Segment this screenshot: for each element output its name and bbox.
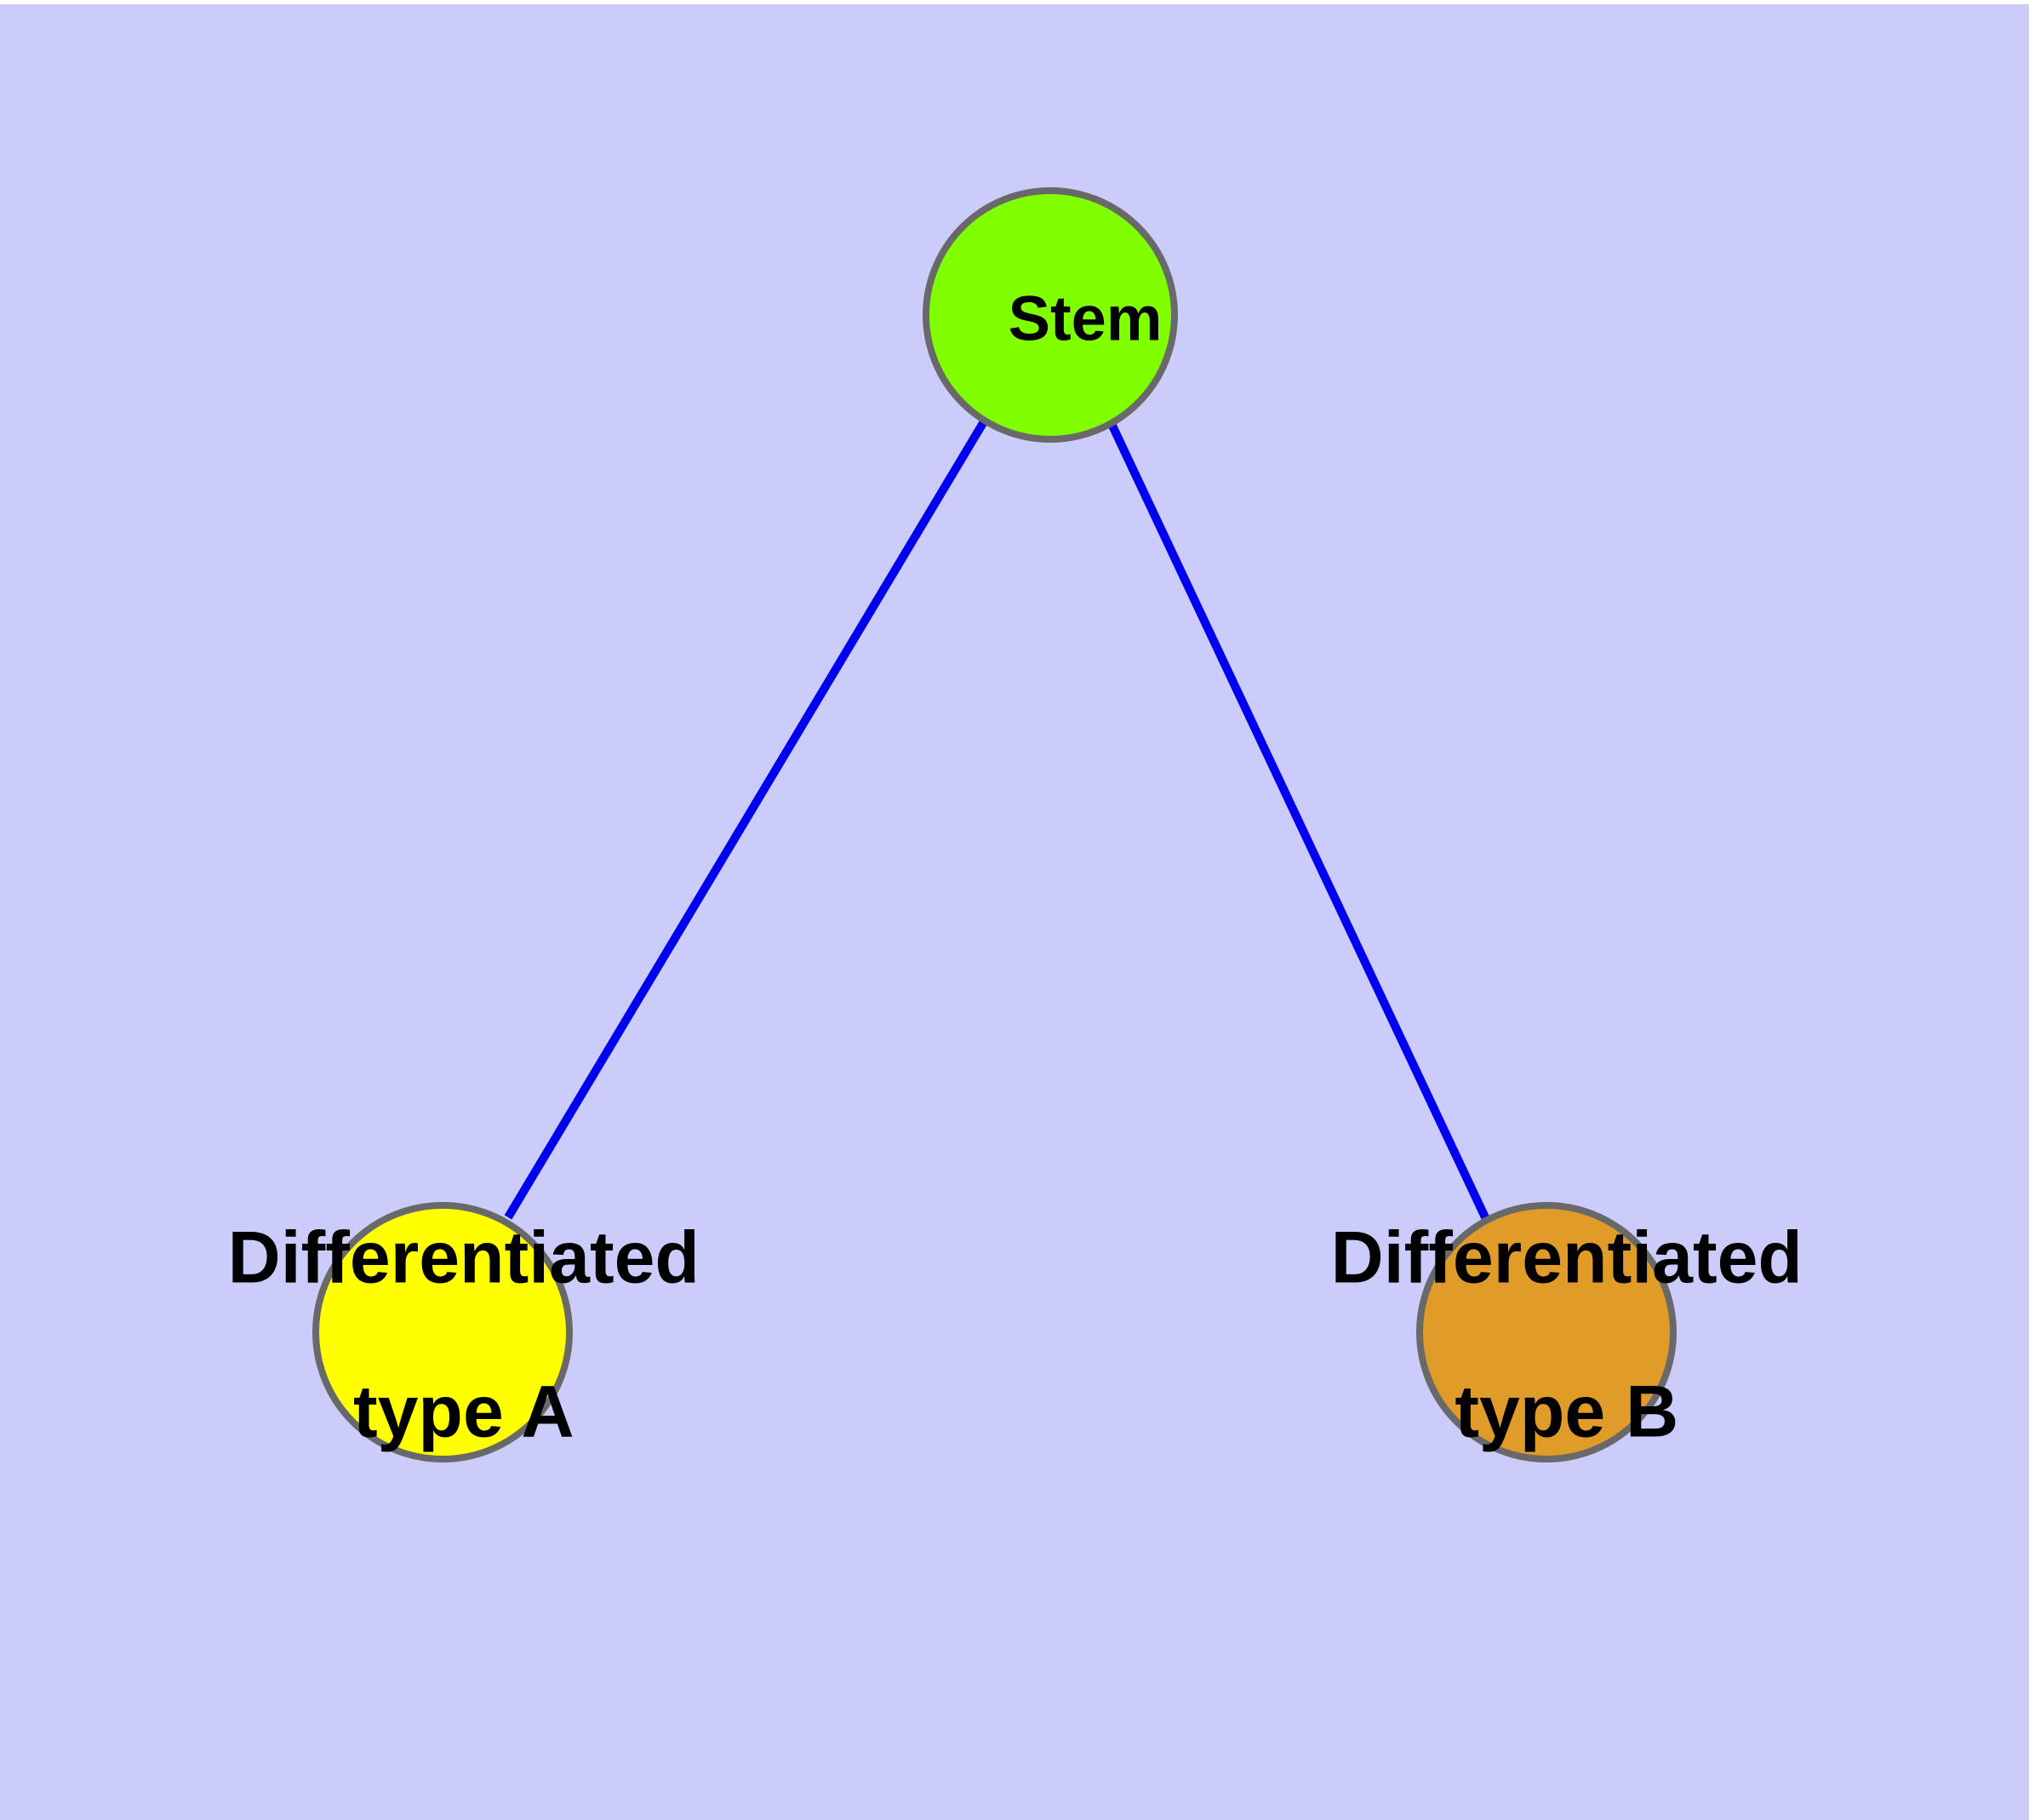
node-differentiated-type-b[interactable] xyxy=(1416,1202,1677,1462)
node-differentiated-type-a[interactable] xyxy=(312,1202,573,1462)
edge-stem-to-differentiated-type-a xyxy=(504,421,987,1220)
edge-layer xyxy=(504,421,1489,1220)
node-stem[interactable] xyxy=(923,187,1178,443)
edge-stem-to-differentiated-type-b xyxy=(1108,423,1489,1220)
node-layer xyxy=(312,187,1677,1462)
